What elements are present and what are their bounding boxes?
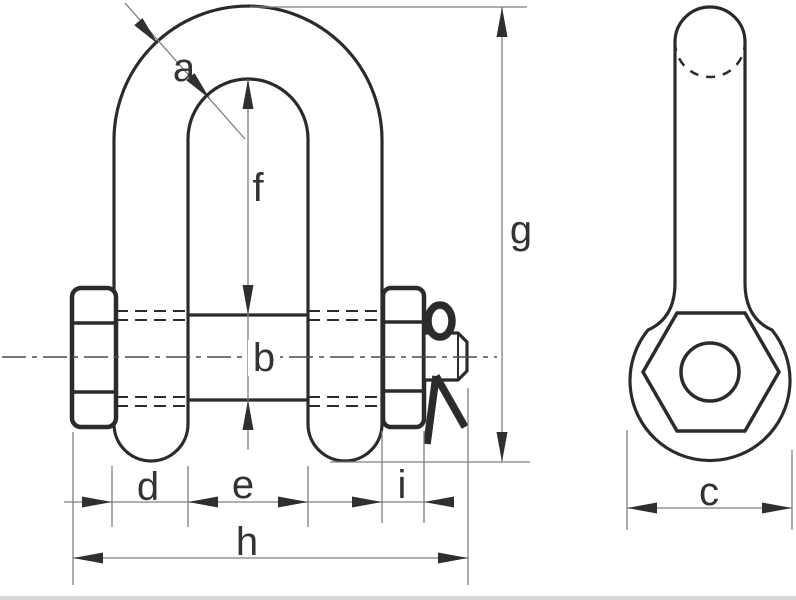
dimension-annotations: a f b g d e i bbox=[64, 2, 793, 585]
dim-label-a: a bbox=[173, 46, 196, 90]
dim-label-g: g bbox=[510, 208, 532, 252]
shackle-front-view bbox=[2, 4, 497, 463]
arrowhead bbox=[762, 502, 792, 514]
arrowhead bbox=[352, 496, 382, 508]
dim-label-f: f bbox=[252, 166, 264, 210]
arrowhead bbox=[242, 79, 254, 109]
cotter-pin-leg bbox=[423, 375, 440, 445]
arrowhead bbox=[278, 496, 308, 508]
arrowhead bbox=[73, 552, 103, 564]
arrowhead bbox=[627, 502, 657, 514]
dim-label-d: d bbox=[137, 465, 159, 509]
page-bottom-edge bbox=[0, 596, 796, 600]
arrowhead bbox=[82, 496, 112, 508]
dim-label-e: e bbox=[232, 463, 254, 507]
shackle-side-view bbox=[628, 5, 792, 463]
dim-label-h: h bbox=[236, 520, 258, 564]
label-knockout bbox=[248, 340, 280, 376]
arrowhead bbox=[134, 18, 158, 44]
shackle-body-outline bbox=[112, 4, 384, 463]
dim-label-b: b bbox=[253, 336, 275, 380]
pin-hidden-lines bbox=[116, 310, 383, 407]
arrowhead bbox=[496, 432, 508, 462]
dim-label-c: c bbox=[699, 470, 719, 514]
arrowhead bbox=[186, 73, 210, 99]
cotter-pin-ring bbox=[424, 301, 456, 341]
dimension-f-b: f b bbox=[242, 79, 280, 450]
dimension-g: g bbox=[496, 7, 532, 462]
side-pin-hole bbox=[679, 341, 741, 403]
arrowhead bbox=[496, 7, 508, 37]
arrowhead bbox=[188, 496, 218, 508]
dimension-h: h bbox=[73, 520, 468, 564]
cotter-pin bbox=[423, 301, 469, 445]
arrowhead bbox=[242, 285, 254, 315]
cotter-pin-leg bbox=[432, 374, 469, 429]
dimension-d-e-i: d e i bbox=[64, 463, 454, 509]
arrowhead bbox=[242, 400, 254, 430]
dimension-a: a bbox=[124, 2, 246, 140]
arrowhead bbox=[424, 496, 454, 508]
arrowhead bbox=[438, 552, 468, 564]
dimension-c: c bbox=[627, 470, 792, 514]
extension-lines bbox=[72, 6, 793, 585]
side-cap-hidden-arc bbox=[673, 41, 747, 79]
dim-label-i: i bbox=[398, 463, 407, 507]
